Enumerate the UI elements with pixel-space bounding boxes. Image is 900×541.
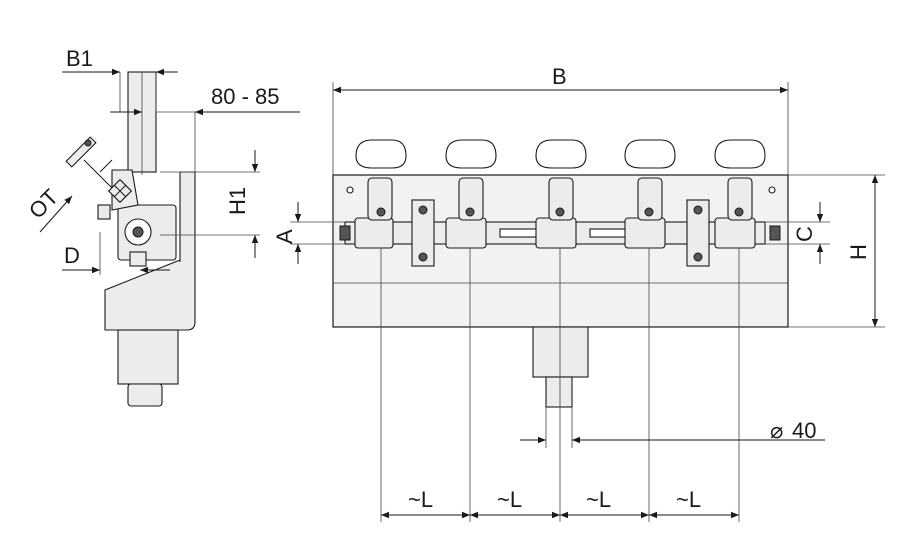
label-d: D: [64, 243, 80, 268]
valve-4: [624, 139, 676, 249]
side-bracket: [104, 171, 196, 331]
handwheel-3: [535, 139, 587, 169]
label-h1: H1: [225, 187, 250, 215]
label-l-1: ~L: [408, 487, 433, 512]
label-b: B: [552, 64, 567, 89]
label-l-4: ~L: [676, 487, 701, 512]
side-view: [39, 68, 300, 407]
valve-1: [354, 139, 407, 249]
label-h: H: [846, 244, 871, 260]
label-dia40: 40: [792, 418, 816, 443]
label-l-2: ~L: [497, 487, 522, 512]
front-outlet: [532, 326, 589, 378]
label-80-85: 80 - 85: [211, 84, 280, 109]
handwheel-5: [714, 139, 766, 169]
label-a: A: [272, 229, 297, 244]
label-b1: B1: [66, 46, 93, 71]
side-handwheel: [65, 136, 97, 168]
handwheel-2: [445, 139, 497, 169]
valve-2: [445, 139, 497, 249]
valve-5: [714, 139, 766, 249]
front-view: [290, 82, 885, 522]
diameter-symbol: ⌀: [770, 418, 783, 443]
label-c: C: [792, 226, 817, 242]
handwheel-4: [624, 139, 676, 169]
handwheel-1: [355, 139, 407, 169]
pipe-clamp-right: [686, 199, 710, 267]
valve-3: [535, 139, 587, 249]
side-outlet: [117, 329, 179, 385]
label-l-3: ~L: [586, 487, 611, 512]
label-ot: OT: [24, 184, 63, 223]
pipe-clamp-left: [411, 199, 435, 267]
